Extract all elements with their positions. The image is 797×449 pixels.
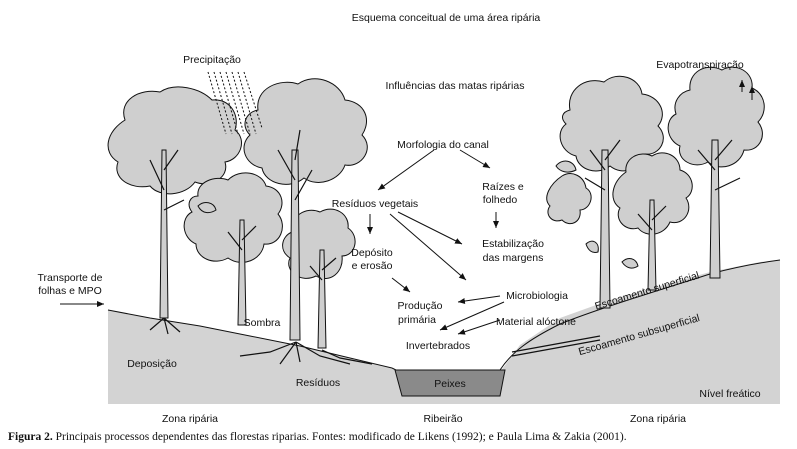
tree-canopy-left-3: [183, 172, 283, 263]
label-estabilizacao-2: das margens: [483, 252, 544, 264]
label-raizes-2: folhedo: [483, 194, 518, 206]
evapotranspiration-arrows: [739, 80, 755, 100]
ground-left-bank: [108, 260, 780, 404]
leaf-right-3: [621, 258, 639, 269]
label-sombra: Sombra: [244, 317, 281, 329]
label-invertebrados: Invertebrados: [406, 340, 470, 352]
ground-surface-line: [107, 309, 393, 369]
label-transporte-1: Transporte de: [38, 272, 103, 284]
label-evapotranspiracao: Evapotranspiração: [656, 59, 744, 71]
tree-branches-left: [149, 129, 337, 281]
label-peixes: Peixes: [434, 378, 466, 390]
label-material-aloctone: Material alóctone: [496, 316, 576, 328]
tree-canopy-right-2: [667, 66, 765, 168]
label-microbiologia: Microbiologia: [506, 290, 568, 302]
tree-canopy-right-4: [546, 173, 592, 225]
label-deposicao: Deposição: [127, 358, 177, 370]
label-morfologia: Morfologia do canal: [397, 139, 489, 151]
label-zona-riparia-right: Zona ripária: [630, 413, 686, 425]
process-arrows: [60, 149, 505, 335]
tree-canopy-right-3: [612, 152, 693, 235]
label-nivel-freatico: Nível freático: [699, 388, 760, 400]
tree-canopy-left-4: [282, 208, 356, 279]
label-producao-2: primária: [398, 314, 436, 326]
precipitation-lines: [207, 71, 263, 135]
tree-canopy-left-2: [243, 78, 368, 185]
label-raizes-1: Raízes e: [482, 181, 524, 193]
fish-box: [394, 369, 506, 397]
tree-canopy-left-1: [107, 86, 243, 195]
label-residuos: Resíduos: [296, 377, 340, 389]
label-ribeirao: Ribeirão: [423, 413, 462, 425]
label-deposito-2: e erosão: [352, 260, 393, 272]
label-precipitacao: Precipitação: [183, 54, 241, 66]
tree-trunks-right: [599, 139, 721, 309]
tree-trunks-left: [159, 149, 327, 349]
diagram-title: Esquema conceitual de uma área ripária: [352, 12, 541, 24]
label-estabilizacao-1: Estabilização: [482, 238, 544, 250]
tree-roots-left: [149, 317, 373, 365]
figure-caption-text: Principais processos dependentes das flo…: [52, 431, 627, 443]
fallen-log: [511, 335, 601, 357]
figure-caption: Figura 2. Principais processos dependent…: [8, 431, 627, 443]
leaf-right-2: [585, 240, 599, 253]
ground-right-surface-line: [499, 259, 781, 371]
leaf-left: [197, 202, 217, 214]
label-zona-riparia-left: Zona ripária: [162, 413, 218, 425]
label-influencias: Influências das matas ripárias: [386, 80, 525, 92]
label-deposito-1: Depósito: [351, 247, 393, 259]
label-producao-1: Produção: [398, 300, 443, 312]
tree-branches-right: [584, 139, 741, 231]
label-transporte-2: folhas e MPO: [38, 285, 102, 297]
label-residuos-vegetais: Resíduos vegetais: [332, 198, 418, 210]
leaf-right-1: [555, 160, 577, 173]
figure-caption-label: Figura 2.: [8, 431, 53, 443]
